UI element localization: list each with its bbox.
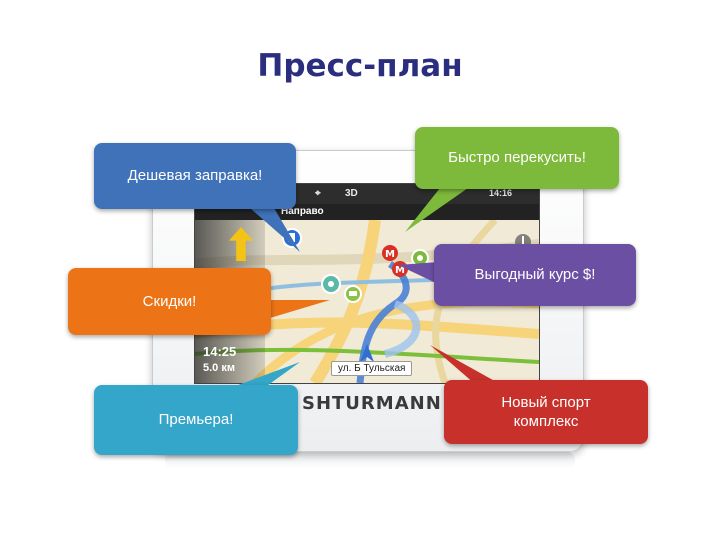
callout-label: Быстро перекусить! [448, 149, 586, 167]
cart-poi-icon [344, 285, 362, 303]
callout-sport-complex: Новый спорт комплекс [444, 380, 648, 444]
svg-text:M: M [395, 265, 405, 276]
svg-text:M: M [385, 249, 395, 260]
callout-label: Дешевая заправка! [127, 167, 263, 185]
callout-label: Выгодный курс $! [474, 266, 596, 284]
callout-label: Новый спорт комплекс [501, 393, 591, 431]
callout-discounts: Скидки! [68, 268, 271, 335]
remaining-distance: 5.0 км [203, 362, 235, 374]
eta-time: 14:25 [203, 344, 237, 359]
view-mode-3d[interactable]: 3D [345, 188, 358, 199]
food-poi-icon [321, 274, 341, 294]
instruction-text: Направо [281, 206, 324, 217]
current-street: ул. Б Тульская [331, 361, 413, 376]
callout-cheap-fuel: Дешевая заправка! [94, 143, 296, 209]
slide-title: Пресс-план [257, 48, 463, 84]
device-reflection [165, 452, 575, 470]
status-clock: 14:16 [489, 188, 513, 198]
callout-label: Премьера! [158, 411, 234, 429]
metro-poi-icon: M [382, 245, 398, 261]
callout-premiere: Премьера! [94, 385, 298, 455]
gps-icon: ⌖ [315, 188, 321, 199]
callout-quick-snack: Быстро перекусить! [415, 127, 619, 189]
callout-label: Скидки! [142, 292, 197, 310]
arrow-cursor-icon [360, 344, 374, 362]
callout-exchange-rate: Выгодный курс $! [434, 244, 636, 306]
device-brand-logo: SHTURMANN [302, 393, 442, 414]
